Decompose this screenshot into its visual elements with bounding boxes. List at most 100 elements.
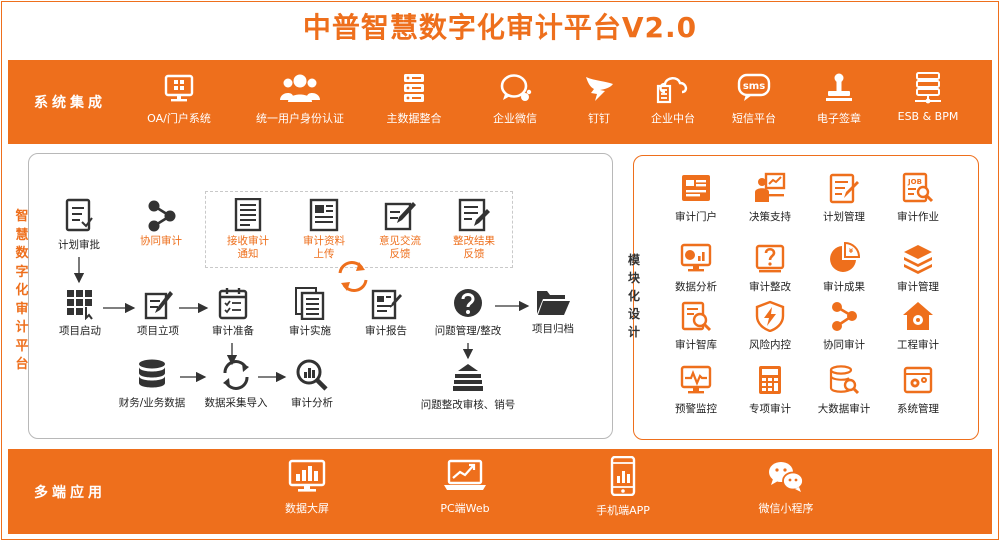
folder-open-icon (537, 291, 570, 315)
terminal-pc-web[interactable]: PC端Web (430, 458, 500, 516)
module-data-analysis[interactable]: 数据分析 (659, 242, 733, 294)
fin-data-label: 财务/业务数据 (118, 397, 186, 409)
db-search-icon (829, 365, 860, 395)
integration-e-seal[interactable]: 电子签章 (806, 72, 872, 126)
module-audit-job[interactable]: JOB 审计作业 (881, 172, 955, 224)
node-audit-analysis[interactable]: 审计分析 (284, 358, 340, 410)
shield-bolt-icon (755, 300, 785, 332)
integration-dingtalk[interactable]: 钉钉 (574, 72, 624, 126)
module-audit-rectify[interactable]: 审计整改 (733, 242, 807, 294)
question-board-icon (755, 244, 785, 273)
share-icon (148, 200, 176, 232)
audit-prep-label: 审计准备 (212, 325, 254, 337)
node-audit-prep[interactable]: 审计准备 (206, 286, 260, 338)
sync-arrows-icon (338, 261, 368, 292)
module-engineering-audit[interactable]: 工程审计 (881, 300, 955, 352)
module-label: 决策支持 (749, 211, 791, 223)
module-label: 审计门户 (675, 211, 717, 223)
module-label: 系统管理 (897, 403, 939, 415)
collab-step-rectify-result[interactable]: 整改结果 反馈 (444, 198, 504, 261)
edit-note-icon (384, 202, 416, 231)
project-archive-label: 项目归档 (532, 323, 574, 335)
stamp-icon (826, 73, 852, 101)
doc-search-icon (681, 301, 712, 332)
collab-step-upload[interactable]: 审计资料 上传 (294, 198, 354, 261)
node-issue-mgmt[interactable]: 问题管理/整改 (432, 286, 504, 338)
module-label: 风险内控 (749, 339, 791, 351)
share-icon (832, 302, 857, 331)
portal-icon (682, 175, 710, 201)
module-plan-mgmt[interactable]: 计划管理 (807, 172, 881, 224)
node-fin-data[interactable]: 财务/业务数据 (114, 358, 190, 410)
question-circle-icon (454, 289, 482, 317)
pulse-monitor-icon (680, 365, 712, 394)
multi-terminal-label: 多端应用 (34, 485, 106, 501)
collab-step-feedback[interactable]: 意见交流 反馈 (370, 198, 430, 261)
integration-master-label: 主数据整合 (386, 112, 442, 125)
integration-sms[interactable]: sms 短信平台 (722, 72, 786, 126)
node-audit-impl[interactable]: 审计实施 (282, 286, 338, 338)
module-decision-support[interactable]: 决策支持 (733, 172, 807, 224)
node-project-setup[interactable]: 项目立项 (130, 288, 186, 338)
laptop-chart-icon (444, 459, 486, 490)
module-audit-thinktank[interactable]: 审计智库 (659, 300, 733, 352)
node-audit-report[interactable]: 审计报告 (358, 286, 414, 338)
module-label: 计划管理 (823, 211, 865, 223)
collab-step-receive-notice[interactable]: 接收审计 通知 (218, 198, 278, 261)
integration-auth-label: 统一用户身份认证 (256, 112, 344, 125)
module-warning-monitor[interactable]: 预警监控 (659, 364, 733, 416)
integration-master-data[interactable]: 主数据整合 (376, 72, 452, 126)
presenter-icon (755, 172, 786, 202)
checklist-edit-icon (458, 198, 490, 232)
report-edit-icon (371, 289, 402, 320)
modular-design-vertical-label: 模 块 化 设 计 (627, 253, 640, 339)
database-icon (139, 359, 165, 388)
module-risk-control[interactable]: 风险内控 (733, 300, 807, 352)
integration-midplatform-label: 企业中台 (651, 112, 695, 125)
page-title: 中普智慧数字化审计平台V2.0 (302, 11, 698, 44)
integration-unified-auth[interactable]: 统一用户身份认证 (248, 72, 352, 126)
module-special-audit[interactable]: 专项审计 (733, 364, 807, 416)
node-issue-review[interactable]: 问题整改审核、销号 (416, 362, 520, 412)
terminal-wechat-miniprogram[interactable]: 微信小程序 (746, 460, 826, 516)
integration-dingtalk-label: 钉钉 (588, 112, 610, 125)
terminal-pc-web-label: PC端Web (440, 502, 490, 515)
node-collab-audit[interactable]: 协同审计 (134, 198, 188, 248)
module-bigdata-audit[interactable]: 大数据审计 (807, 364, 881, 416)
system-integration-label: 系统集成 (34, 95, 106, 111)
grid-table-icon (67, 290, 93, 320)
module-audit-portal[interactable]: 审计门户 (659, 172, 733, 224)
terminal-bigscreen[interactable]: 数据大屏 (272, 458, 342, 516)
newspaper-icon (309, 198, 339, 232)
module-label: 专项审计 (749, 403, 791, 415)
calculator-icon (759, 366, 781, 394)
sms-icon: sms (737, 73, 771, 101)
node-plan-approval[interactable]: 计划审批 (52, 198, 106, 252)
integration-enterprise-midplatform[interactable]: 企业中台 (638, 72, 708, 126)
magnifier-chart-icon (296, 359, 328, 391)
module-system-mgmt[interactable]: 系统管理 (881, 364, 955, 416)
terminal-mobile-app[interactable]: 手机端APP (586, 456, 660, 518)
data-import-label: 数据采集导入 (204, 397, 268, 409)
database-server-icon (404, 74, 424, 102)
integration-wecom-label: 企业微信 (493, 112, 537, 125)
bigscreen-chart-icon (288, 459, 326, 492)
node-project-start[interactable]: 项目启动 (50, 288, 110, 338)
integration-e-seal-label: 电子签章 (817, 112, 861, 125)
integration-esb-bpm[interactable]: ESB & BPM (890, 72, 966, 123)
module-collab-audit[interactable]: 协同审计 (807, 300, 881, 352)
integration-oa-portal[interactable]: OA/门户系统 (134, 72, 224, 126)
terminal-wechat-label: 微信小程序 (758, 502, 814, 515)
plan-list-icon (65, 198, 93, 232)
house-gear-icon (903, 302, 933, 330)
calendar-check-icon (218, 288, 248, 320)
node-project-archive[interactable]: 项目归档 (524, 286, 582, 336)
terminal-mobile-label: 手机端APP (596, 504, 650, 517)
node-data-import[interactable]: 数据采集导入 (198, 358, 274, 410)
module-audit-results[interactable]: ¥ 审计成果 (807, 242, 881, 294)
collab-step-feedback-label: 意见交流 反馈 (379, 235, 421, 260)
integration-wecom[interactable]: 企业微信 (480, 72, 550, 126)
module-label: 大数据审计 (817, 403, 871, 415)
module-audit-management[interactable]: 审计管理 (881, 242, 955, 294)
wechat-icon (769, 462, 804, 492)
